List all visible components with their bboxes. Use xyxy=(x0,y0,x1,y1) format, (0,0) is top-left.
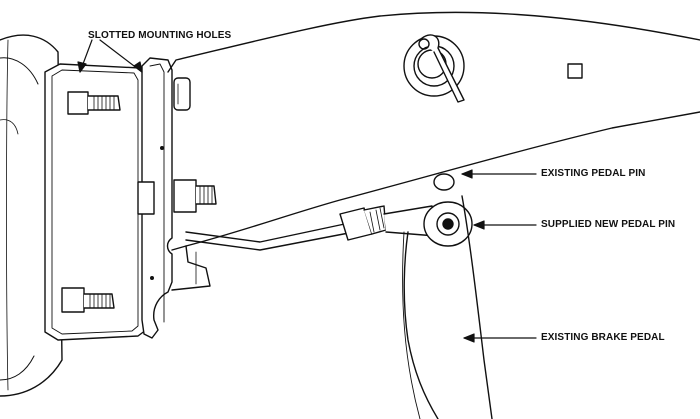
brake-pedal-arm xyxy=(402,195,493,419)
rod-end-eye xyxy=(383,201,473,247)
clevis-pin-with-clip xyxy=(403,34,465,103)
slotted-hole-upper xyxy=(173,77,191,111)
label-existing-pedal-pin: EXISTING PEDAL PIN xyxy=(541,168,646,179)
label-supplied-new-pedal-pin: SUPPLIED NEW PEDAL PIN xyxy=(541,219,676,230)
pushrod xyxy=(185,205,387,251)
firewall-bracket xyxy=(141,57,173,339)
callout-leader-lines xyxy=(77,39,537,343)
pushrod-mount-stud xyxy=(137,179,217,215)
pedal-bracket-body xyxy=(167,11,700,291)
label-slotted-mounting-holes: SLOTTED MOUNTING HOLES xyxy=(88,30,232,41)
mounting-stud-upper xyxy=(67,91,121,115)
existing-pedal-pin-hole xyxy=(433,173,455,191)
label-existing-brake-pedal: EXISTING BRAKE PEDAL xyxy=(541,332,665,343)
mounting-stud-lower xyxy=(61,287,115,313)
